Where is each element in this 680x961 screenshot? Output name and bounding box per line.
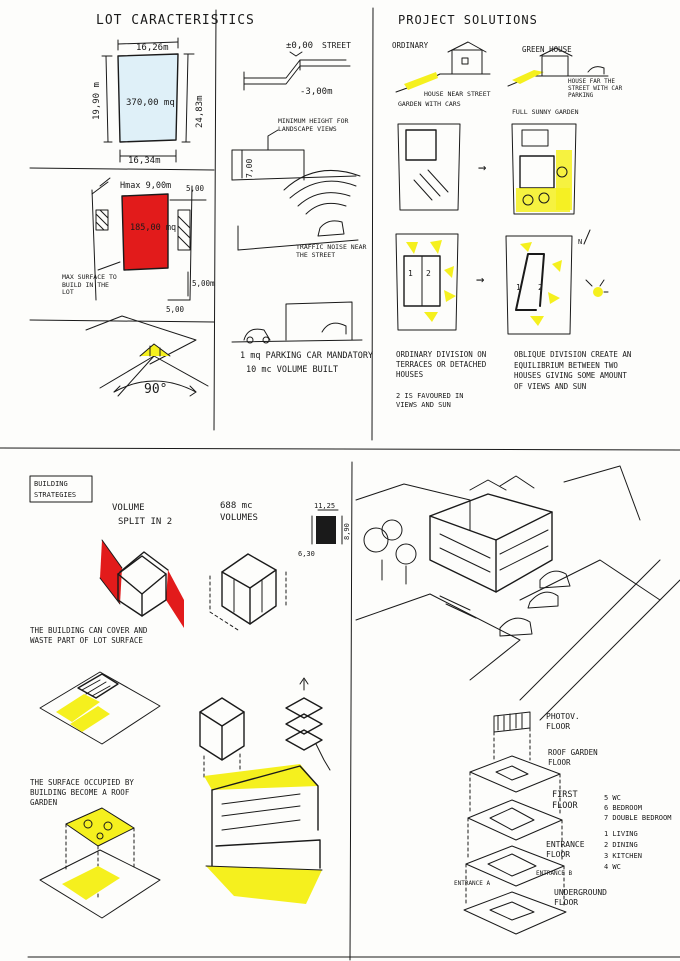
dim-500-top: 5,00 bbox=[186, 184, 205, 193]
cover-note: THE BUILDING CAN COVER AND WASTE PART OF… bbox=[30, 626, 147, 645]
volume-split-2: SPLIT IN 2 bbox=[118, 517, 172, 527]
dim-630: 6,30 bbox=[298, 550, 315, 558]
oblique-unit-1: 1 bbox=[516, 283, 521, 292]
favoured-note: 2 IS FAVOURED IN VIEWS AND SUN bbox=[396, 392, 463, 409]
floating-cube-sketch bbox=[199, 677, 331, 781]
sun-angle-sketch bbox=[85, 315, 209, 397]
lot-top-dim: 16,26m bbox=[136, 43, 169, 53]
sun-garden: FULL SUNNY GARDEN bbox=[512, 108, 579, 116]
garden-cars: GARDEN WITH CARS bbox=[398, 100, 461, 108]
buildable-plan bbox=[91, 177, 207, 301]
dim-890: 8,90 bbox=[343, 523, 351, 540]
ordinary-plan bbox=[397, 123, 461, 211]
surface-note: THE SURFACE OCCUPIED BY BUILDING BECOME … bbox=[30, 778, 134, 807]
first-floor-label: FIRST FLOOR bbox=[552, 790, 578, 811]
green-house-label: GREEN HOUSE bbox=[522, 45, 572, 54]
project-title: PROJECT SOLUTIONS bbox=[398, 13, 538, 27]
dim-box bbox=[311, 509, 343, 545]
street-section bbox=[243, 51, 351, 91]
legend-entrance-2: 3 KITCHEN bbox=[604, 852, 642, 860]
roof-floor-label: ROOF GARDEN FLOOR bbox=[548, 748, 598, 767]
north-arrow: N bbox=[578, 238, 582, 246]
height-700: 7,00 bbox=[245, 159, 254, 178]
ordinary-section bbox=[395, 41, 491, 93]
depth-label: -3,00m bbox=[300, 87, 333, 97]
volume-split-sketch bbox=[99, 539, 184, 628]
strategies-title-1: BUILDING bbox=[34, 480, 68, 488]
division-unit-1: 1 bbox=[408, 269, 413, 278]
division-unit-2: 2 bbox=[426, 269, 431, 278]
lot-plan bbox=[101, 37, 195, 163]
underground-floor-label: UNDERGROUND FLOOR bbox=[554, 888, 607, 907]
cover-sketch bbox=[39, 671, 161, 745]
ordinary-division-plan bbox=[395, 233, 459, 331]
entrance-b-label: ENTRANCE B bbox=[536, 870, 572, 877]
house-far-note: HOUSE FAR THE STREET WITH CAR PARKING bbox=[568, 78, 622, 99]
green-plan bbox=[511, 123, 577, 215]
legend-entrance-0: 1 LIVING bbox=[604, 830, 638, 838]
house-elevation-sketch bbox=[204, 764, 323, 904]
photo-floor-label: PHOTOV. FLOOR bbox=[546, 712, 580, 731]
entrance-floor-label: ENTRANCE FLOOR bbox=[546, 840, 585, 859]
oblique-unit-2: 2 bbox=[538, 283, 543, 292]
ordinary-label: ORDINARY bbox=[392, 41, 429, 50]
build-area: 185,00 mq bbox=[130, 223, 176, 233]
ordinary-division-note: ORDINARY DIVISION ON TERRACES OR DETACHE… bbox=[396, 350, 486, 379]
legend-first-0: 5 WC bbox=[604, 794, 621, 802]
parking-line-1: 1 mq PARKING CAR MANDATORY bbox=[240, 351, 373, 361]
oblique-division-plan bbox=[505, 229, 609, 335]
street-label: STREET bbox=[322, 41, 351, 50]
dim-500-bottom: 5,00 bbox=[166, 305, 185, 314]
volumes-label-2: VOLUMES bbox=[220, 513, 258, 523]
volume-split-1: VOLUME bbox=[112, 503, 145, 513]
lot-left-dim: 19,90 m bbox=[92, 82, 102, 120]
green-section bbox=[507, 47, 609, 87]
volumes-sketch bbox=[209, 553, 287, 631]
lot-right-dim: 24,83m bbox=[195, 95, 205, 128]
lot-area: 370,00 mq bbox=[126, 98, 175, 108]
entrance-a-label: ENTRANCE A bbox=[454, 880, 490, 887]
exploded-floors bbox=[463, 711, 567, 935]
traffic-note: TRAFFIC NOISE NEAR THE STREET bbox=[296, 244, 366, 258]
parking-line-2: 10 mc VOLUME BUILT bbox=[246, 365, 338, 375]
angle-label: 90° bbox=[144, 382, 167, 397]
max-surface-note: MAX SURFACE TO BUILD IN THE LOT bbox=[62, 274, 117, 296]
volumes-label-1: 688 mc bbox=[220, 501, 253, 511]
top-dividers bbox=[0, 7, 680, 961]
arrow-1: → bbox=[478, 160, 486, 176]
legend-first-1: 6 BEDROOM bbox=[604, 804, 642, 812]
oblique-division-note: OBLIQUE DIVISION CREATE AN EQUILIBRIUM B… bbox=[514, 350, 631, 391]
house-near: HOUSE NEAR STREET bbox=[424, 90, 491, 98]
arrow-2: → bbox=[476, 272, 484, 288]
perspective-sketch bbox=[355, 465, 680, 721]
roof-garden-sketch bbox=[39, 807, 161, 919]
traffic-section bbox=[237, 170, 361, 251]
dim-500-right: 5,00m bbox=[192, 279, 215, 288]
legend-first-2: 7 DOUBLE BEDROOM bbox=[604, 814, 671, 822]
strategies-title-2: STRATEGIES bbox=[34, 491, 76, 499]
legend-entrance-3: 4 WC bbox=[604, 863, 621, 871]
height-label: Hmax 9,00m bbox=[120, 181, 171, 191]
street-level: ±0,00 bbox=[286, 41, 313, 51]
min-height-section bbox=[231, 129, 357, 181]
lot-bottom-dim: 16,34m bbox=[128, 156, 161, 166]
dim-1125: 11,25 bbox=[314, 502, 335, 510]
lot-title: LOT CARACTERISTICS bbox=[96, 13, 255, 28]
legend-entrance-1: 2 DINING bbox=[604, 841, 638, 849]
parking-section bbox=[231, 301, 363, 344]
min-height-note: MINIMUM HEIGHT FOR LANDSCAPE VIEWS bbox=[278, 118, 348, 132]
